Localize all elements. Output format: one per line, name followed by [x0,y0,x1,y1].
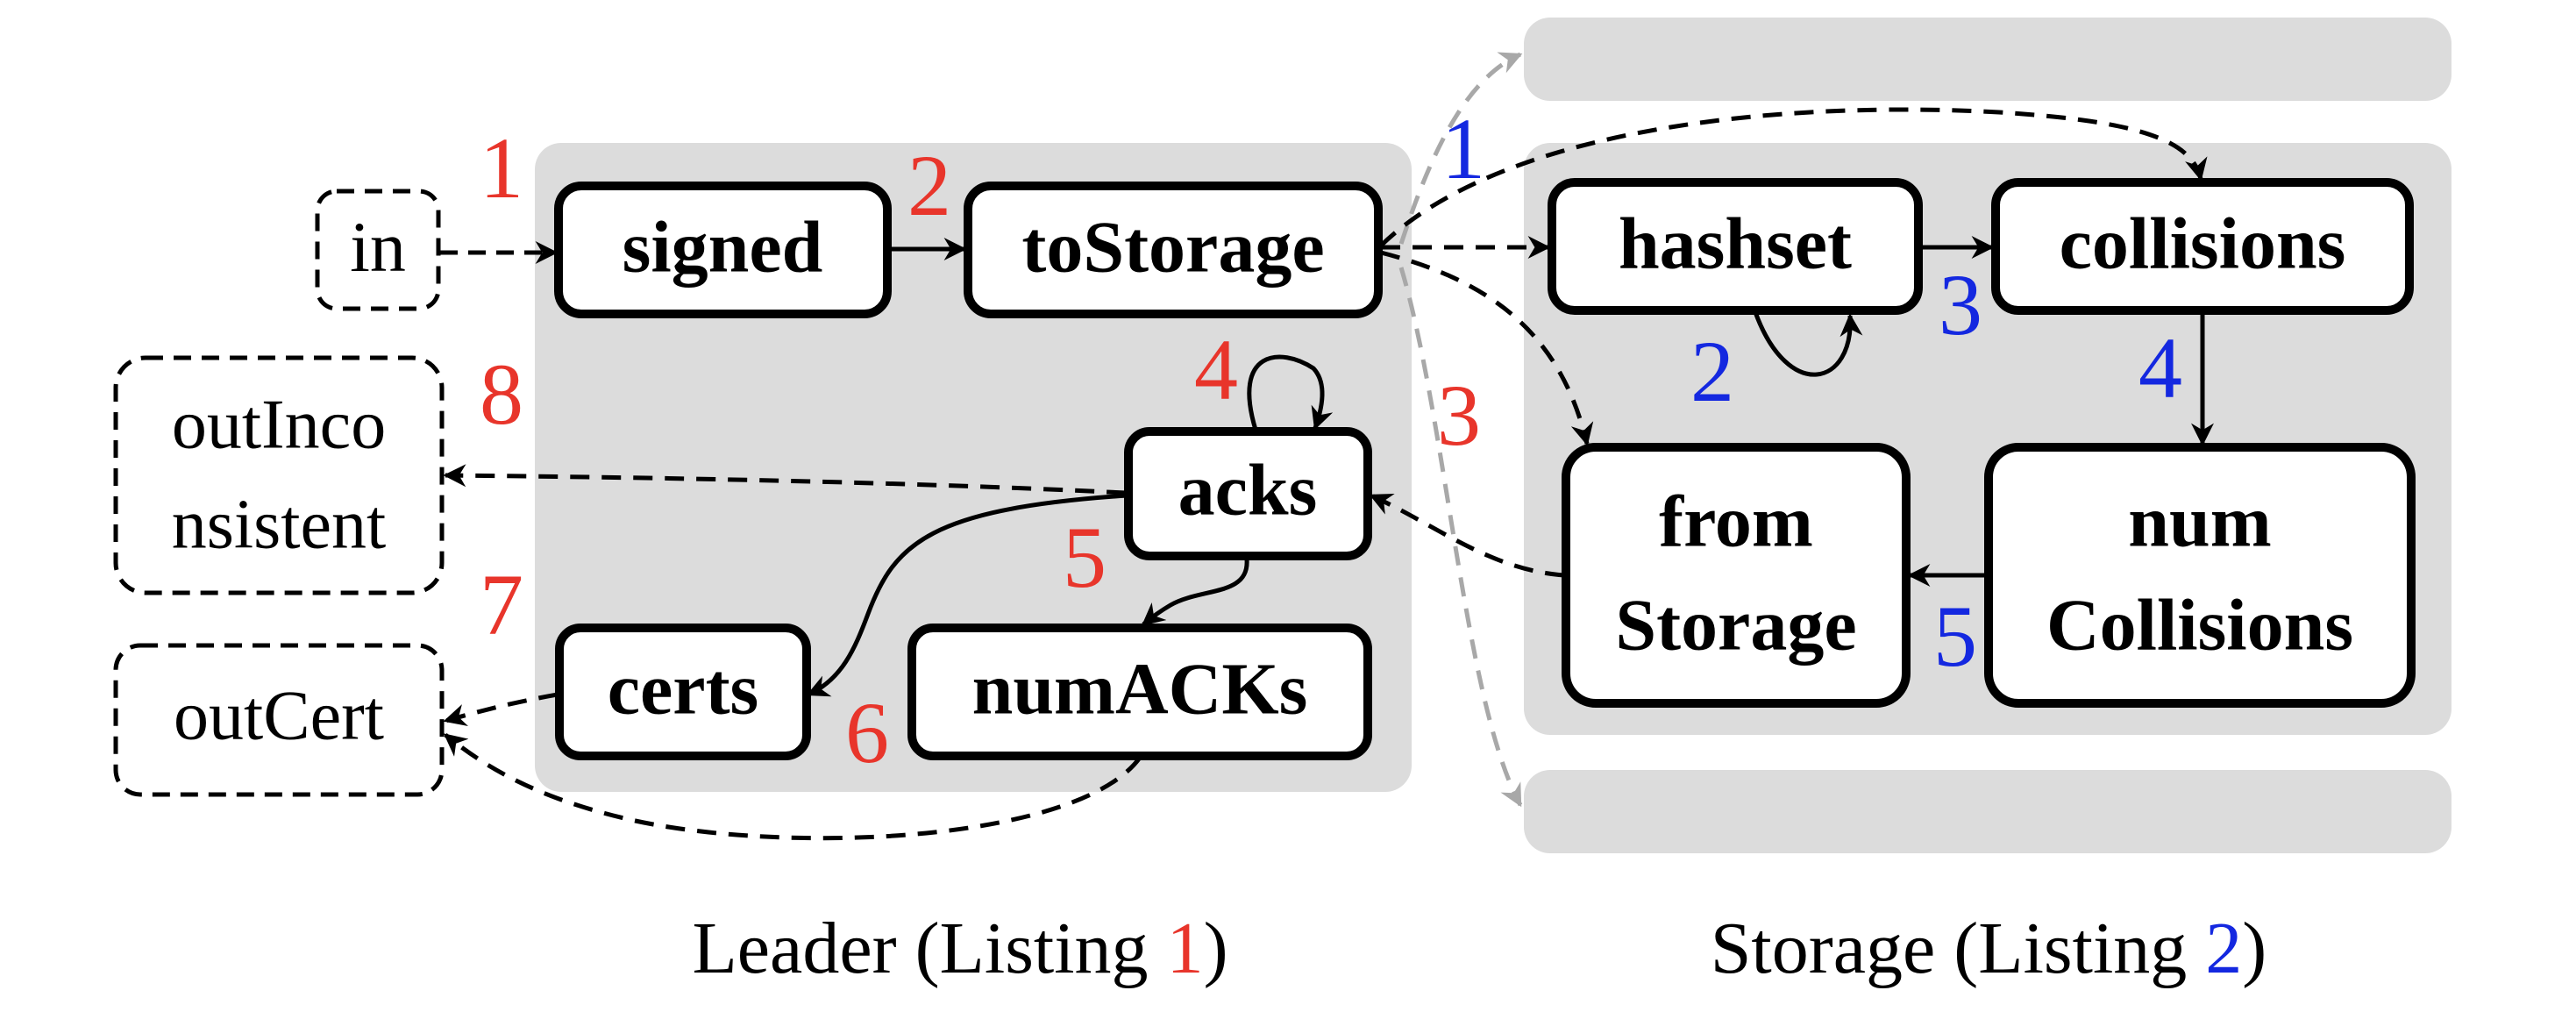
collisions-label: collisions [2060,203,2346,284]
leader-step-6: 6 [845,684,889,781]
edge-acks-self-loop [1247,354,1334,431]
leader-step-8: 8 [480,346,523,443]
replicate-arrow-top [1398,52,1523,245]
numcollisions-label-line1: num [2128,481,2271,562]
hashset-label: hashset [1619,203,1852,284]
fromstorage-node [1562,443,1911,708]
fromstorage-label-line1: from [1659,481,1813,562]
edge-tostorage-to-fromstorage [1380,250,1594,446]
outcert-node [113,643,445,797]
leader-step-4: 4 [1194,321,1238,418]
edge-certs-to-outcert [443,692,559,727]
leader-caption-suffix: ) [1204,908,1228,989]
in-node [315,189,441,311]
storage-step-5: 5 [1933,588,1977,685]
outinconsistent-node [113,355,445,595]
storage-caption-prefix: Storage (Listing [1711,908,2206,989]
leader-caption: Leader (Listing 1) [692,908,1228,989]
storage-caption-suffix: ) [2242,908,2266,989]
numacks-node [907,624,1372,760]
outinconsistent-label-line2: nsistent [172,486,386,563]
edge-tostorage-to-collisions [1379,107,2208,247]
leader-step-2: 2 [907,137,951,234]
leader-step-7: 7 [480,556,523,653]
numcollisions-node [1984,443,2416,708]
leader-caption-ref: 1 [1167,908,1204,989]
edge-acks-to-numacks [1142,559,1249,626]
acks-label: acks [1178,449,1318,531]
leader-step-1: 1 [480,119,523,217]
fromstorage-label-line2: Storage [1615,584,1856,666]
leader-caption-prefix: Leader (Listing [692,908,1166,989]
certs-label: certs [608,648,759,730]
storage-replica-bottom [1524,770,2451,853]
storage-step-1: 1 [1441,100,1485,197]
edge-hashset-self-loop [1753,311,1863,377]
collisions-node [1991,178,2414,315]
numcollisions-label-line2: Collisions [2046,584,2353,666]
edge-acks-to-certs [806,493,1128,697]
storage-caption: Storage (Listing 2) [1711,908,2267,989]
edge-acks-to-outinconsistent [443,464,1127,495]
in-label: in [350,207,406,287]
leader-step-3: 3 [1437,367,1481,464]
outcert-label: outCert [174,677,384,754]
leader-step-5: 5 [1063,509,1107,606]
storage-step-2: 2 [1690,323,1734,420]
tostorage-node [964,182,1383,318]
tostorage-label: toStorage [1021,206,1324,288]
hashset-node [1548,178,1923,315]
outinconsistent-label-line1: outInco [172,386,386,463]
acks-node [1124,427,1372,560]
storage-replica-top [1524,18,2451,101]
signed-node [554,182,892,318]
storage-step-4: 4 [2138,319,2182,417]
numacks-label: numACKs [972,648,1308,730]
replicate-arrow-bottom [1398,267,1523,808]
signed-label: signed [623,206,823,288]
storage-step-3: 3 [1939,256,1982,353]
storage-caption-ref: 2 [2205,908,2242,989]
edge-fromstorage-to-acks [1369,493,1565,578]
edge-numacks-to-outcert [443,733,1142,841]
